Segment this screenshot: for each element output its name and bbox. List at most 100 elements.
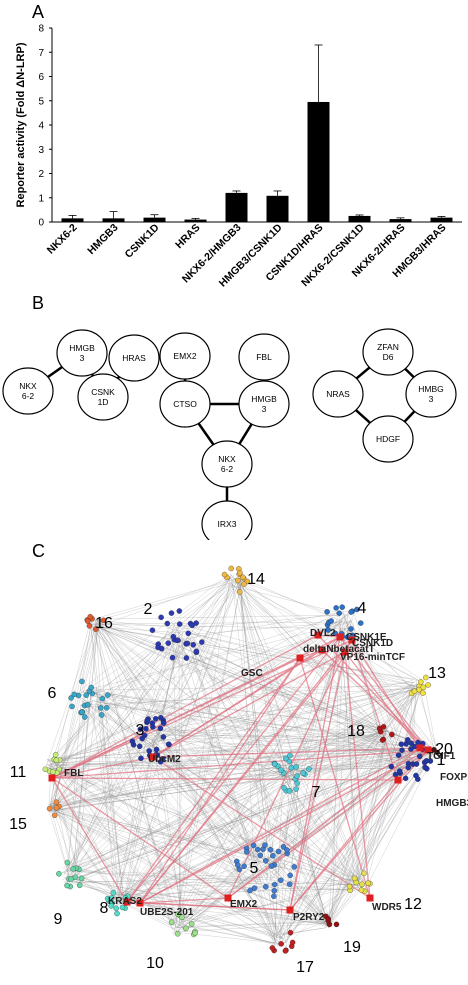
network-edge	[332, 891, 360, 921]
network-edge	[151, 582, 242, 747]
category-label: NKX6-2	[45, 222, 80, 257]
gene-label: GSC	[241, 668, 263, 679]
network-edge	[277, 735, 382, 946]
network-edge	[95, 621, 283, 771]
network-edge	[184, 924, 283, 945]
cluster-node	[157, 759, 164, 765]
cluster-number: 17	[296, 959, 314, 976]
cluster-node	[270, 852, 276, 859]
network-edge	[51, 728, 379, 810]
cluster-node	[415, 776, 421, 782]
cluster-node	[361, 870, 367, 877]
network-edge	[114, 631, 184, 896]
highlight-edge	[227, 651, 346, 899]
network-edge	[172, 922, 333, 933]
cluster-node	[235, 577, 241, 584]
network-edge	[95, 625, 415, 686]
svg-text:HMGB3: HMGB3	[69, 343, 95, 363]
cluster-node	[141, 732, 148, 739]
network-edge	[50, 732, 385, 770]
network-edge	[285, 920, 329, 938]
cluster-node	[103, 705, 110, 711]
network-edge	[50, 810, 263, 872]
network-edge	[385, 690, 414, 731]
cluster-node	[70, 866, 77, 872]
network-edge	[100, 700, 120, 904]
cluster-node	[287, 752, 293, 759]
network-edge	[328, 768, 406, 924]
cluster-node	[190, 642, 196, 648]
network-node: HDGF	[362, 415, 414, 463]
cluster-node	[282, 948, 289, 954]
cluster-node	[86, 623, 93, 629]
cluster-node	[170, 633, 177, 640]
network-edge	[64, 688, 424, 882]
network-edge	[271, 730, 388, 881]
network-edge	[49, 804, 327, 925]
cluster-node	[268, 863, 275, 869]
highlight-node	[318, 646, 326, 654]
network-edge	[241, 577, 349, 625]
bar	[61, 218, 84, 222]
gene-label: WDR5	[372, 902, 402, 913]
y-tick-label: 7	[38, 48, 44, 59]
network-edge	[344, 629, 424, 681]
highlight-edge	[51, 657, 301, 779]
cluster-node	[283, 755, 289, 762]
highlight-node	[416, 744, 424, 752]
network-edge	[273, 881, 361, 936]
cluster-node	[413, 761, 420, 767]
cluster-node	[287, 929, 294, 936]
bar	[184, 219, 207, 222]
network-edge	[97, 625, 141, 750]
network-edge	[98, 626, 365, 887]
network-edge	[119, 902, 326, 924]
network-edge	[67, 688, 418, 879]
cluster-node	[262, 842, 268, 848]
network-edge	[50, 764, 79, 871]
network-edge	[94, 696, 435, 749]
cluster-node	[348, 609, 354, 615]
cluster-node	[192, 930, 198, 936]
cluster-node	[165, 640, 171, 646]
cluster-node	[324, 609, 330, 615]
cluster-node	[79, 709, 85, 715]
network-edge	[48, 811, 71, 880]
highlight-edge	[51, 749, 429, 779]
cluster-node	[108, 895, 115, 901]
cluster-node	[293, 786, 299, 792]
network-edge	[236, 586, 325, 923]
cluster-node	[286, 881, 293, 887]
cluster-node	[185, 630, 191, 637]
cluster-node	[64, 859, 71, 866]
cluster-node	[169, 654, 176, 661]
cluster-node	[98, 705, 104, 711]
network-edge	[123, 734, 155, 898]
highlight-edge	[152, 756, 371, 899]
cluster-node	[150, 724, 156, 730]
cluster-node	[157, 725, 164, 732]
gene-label: P2RY2	[293, 912, 325, 923]
network-edge	[47, 759, 178, 928]
network-node: FBL	[238, 333, 290, 381]
cluster-node	[136, 743, 143, 750]
network-edge	[118, 762, 281, 905]
cluster-node	[221, 571, 228, 578]
cluster-node	[418, 679, 424, 685]
network-edge	[50, 764, 292, 807]
cluster-node	[175, 911, 181, 917]
highlight-edge	[152, 747, 421, 758]
network-edge	[126, 882, 365, 900]
y-tick-label: 2	[38, 169, 44, 180]
network-edge	[76, 768, 300, 874]
network-edge	[233, 577, 420, 691]
network-edge	[175, 638, 434, 750]
network-edge	[364, 750, 437, 892]
cluster-node	[168, 610, 175, 616]
cluster-number: 10	[146, 955, 164, 972]
network-edge	[91, 623, 180, 929]
cluster-node	[71, 691, 78, 698]
cluster-node	[422, 764, 428, 771]
network-edge	[53, 735, 380, 760]
